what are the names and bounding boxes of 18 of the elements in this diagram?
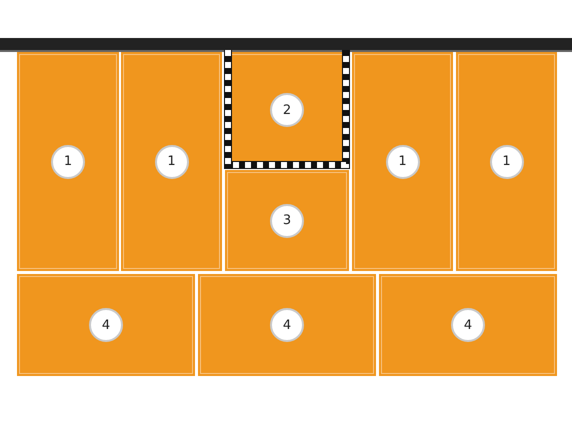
panel bbox=[198, 274, 376, 376]
panel bbox=[456, 52, 557, 271]
callout-number: 1 bbox=[386, 144, 420, 178]
callout-number: 1 bbox=[490, 144, 524, 178]
callout-number: 3 bbox=[270, 204, 304, 238]
callout-number: 4 bbox=[89, 308, 123, 342]
panel bbox=[121, 52, 222, 271]
callout-number: 4 bbox=[451, 308, 485, 342]
panel bbox=[17, 52, 119, 271]
callout-number: 1 bbox=[154, 144, 188, 178]
callout-number: 2 bbox=[270, 93, 304, 127]
callout-number: 1 bbox=[51, 144, 85, 178]
panel bbox=[379, 274, 557, 376]
panel bbox=[17, 274, 195, 376]
top-rail bbox=[0, 38, 572, 52]
panel bbox=[225, 170, 349, 271]
panel bbox=[352, 52, 453, 271]
callout-number: 4 bbox=[270, 308, 304, 342]
